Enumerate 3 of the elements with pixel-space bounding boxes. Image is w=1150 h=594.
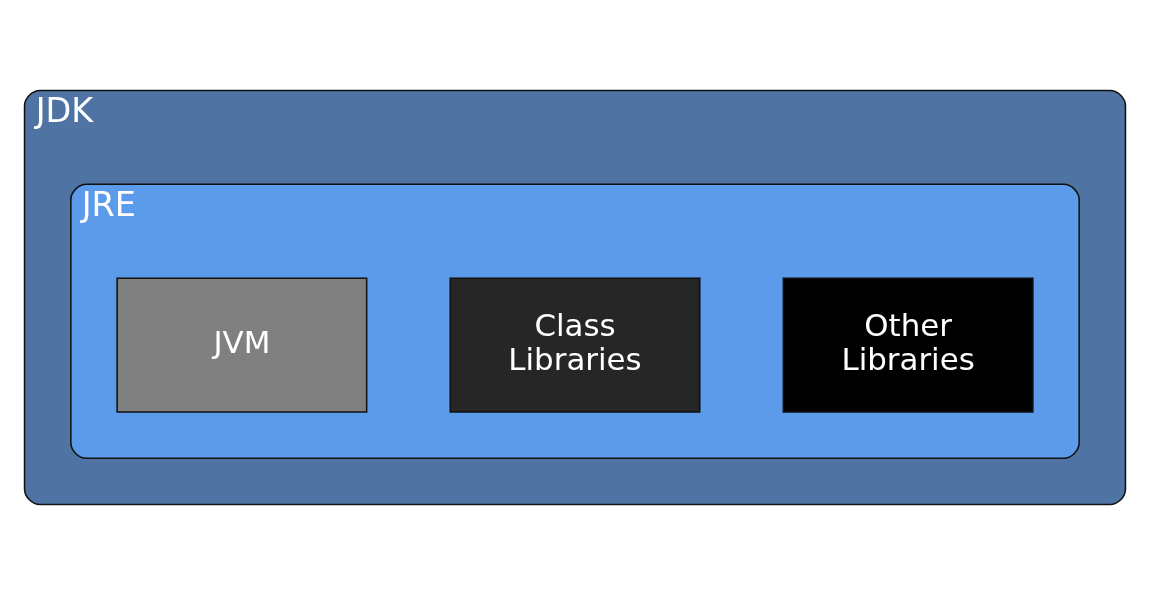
node-box: Class Libraries <box>449 276 701 413</box>
node-box: JVM <box>116 276 368 413</box>
node-box: Other Libraries <box>782 276 1034 413</box>
